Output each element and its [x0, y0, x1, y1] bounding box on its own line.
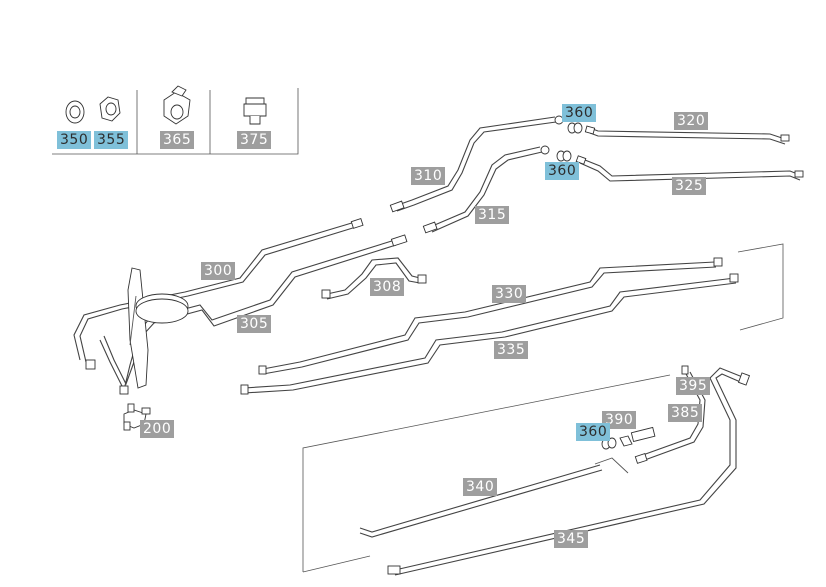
pipe-300 [73, 218, 364, 370]
olive-360-top-icon [556, 122, 583, 162]
pipe-345 [387, 367, 751, 576]
label-375[interactable]: 375 [237, 131, 272, 149]
pipe-310 [389, 115, 564, 213]
label-340[interactable]: 340 [463, 478, 498, 496]
pipe-320 [584, 125, 790, 145]
label-305[interactable]: 305 [237, 315, 272, 333]
label-325[interactable]: 325 [672, 177, 707, 195]
label-330[interactable]: 330 [492, 285, 527, 303]
pipe-315 [422, 145, 550, 234]
pipe-330 [258, 257, 723, 375]
label-360-middle[interactable]: 360 [545, 162, 580, 180]
label-320[interactable]: 320 [674, 112, 709, 130]
bracket-assembly [127, 267, 189, 389]
label-200[interactable]: 200 [140, 420, 175, 438]
label-360-top[interactable]: 360 [562, 104, 597, 122]
clip-375-icon [243, 97, 267, 125]
label-308[interactable]: 308 [370, 278, 405, 296]
pipe-335 [240, 273, 739, 395]
frame-340-345 [302, 374, 671, 573]
legend-box [52, 85, 299, 155]
pipe-340 [359, 457, 629, 538]
pipe-308 [321, 257, 427, 300]
label-335[interactable]: 335 [494, 341, 529, 359]
label-365[interactable]: 365 [160, 131, 195, 149]
label-355[interactable]: 355 [94, 131, 129, 149]
label-390[interactable]: 390 [602, 411, 637, 429]
label-345[interactable]: 345 [554, 530, 589, 548]
nut-355-icon [99, 96, 121, 122]
label-300[interactable]: 300 [201, 262, 236, 280]
label-360-bottom[interactable]: 360 [576, 423, 611, 441]
fitting-365-icon [163, 85, 191, 125]
ring-350-icon [65, 100, 85, 124]
label-350[interactable]: 350 [57, 131, 92, 149]
label-310[interactable]: 310 [411, 167, 446, 185]
label-385[interactable]: 385 [668, 404, 703, 422]
fittings-360-390-385 [601, 426, 656, 464]
label-395[interactable]: 395 [676, 377, 711, 395]
label-315[interactable]: 315 [475, 206, 510, 224]
frame-330-335 [737, 243, 784, 331]
